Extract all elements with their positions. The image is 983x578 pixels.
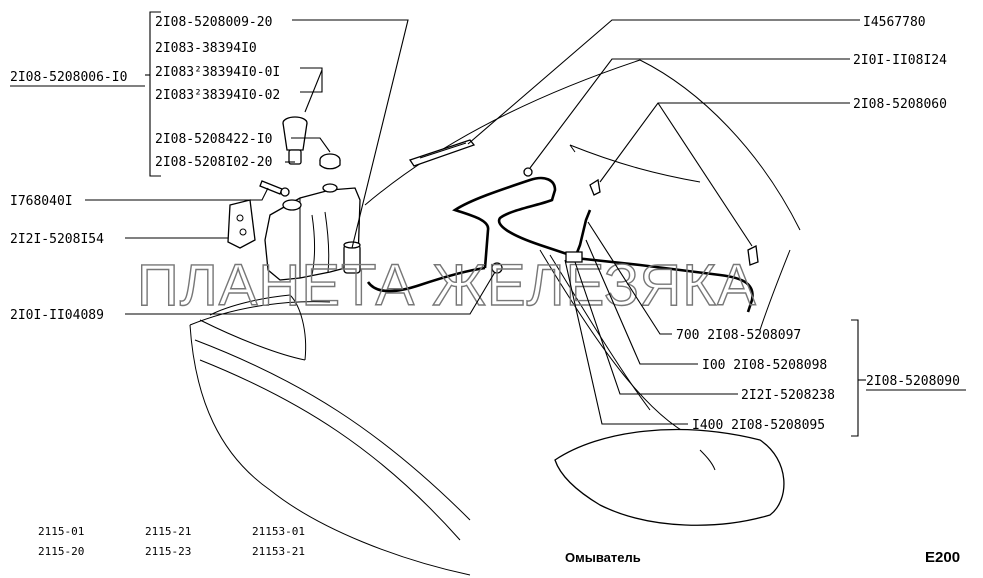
label-bracket: 2I2I-5208I54 (10, 232, 104, 247)
filler-neck-parts (282, 116, 341, 170)
washer-hoses (366, 167, 759, 313)
left-labels: 2I08-5208009-20 2I083-38394I0 2I083²3839… (10, 15, 280, 323)
label-reservoir-cap: 2I08-5208009-20 (155, 15, 272, 30)
label-reservoir-seal: 2I08-5208I02-20 (155, 155, 272, 170)
label-wiper-arm: I4567780 (863, 15, 926, 30)
label-filler-neck: 2I083-38394I0 (155, 41, 257, 56)
bolt (259, 180, 290, 197)
label-hose-clip: 2I0I-II08I24 (853, 53, 947, 68)
right-leaders (467, 19, 966, 437)
label-pump: 2I0I-II04089 (10, 308, 104, 323)
car-body-outline (189, 59, 801, 576)
watermark: ПЛАНЕТА ЖЕЛЕЗЯКА (137, 253, 757, 318)
wiper-arm (408, 139, 476, 167)
label-filler-neck-02: 2I083²38394I0-02 (155, 88, 280, 103)
label-hose-1400: I400 2I08-5208095 (692, 418, 825, 433)
diagram-caption: Омыватель (565, 550, 641, 565)
label-bolt: I768040I (10, 194, 73, 209)
model-code: 21153-01 (252, 525, 305, 538)
model-codes: 2115-01 2115-20 2115-21 2115-23 21153-01… (38, 525, 305, 558)
model-code: 2115-21 (145, 525, 191, 538)
model-code: 2115-23 (145, 545, 191, 558)
label-filler-neck-01: 2I083²38394I0-0I (155, 65, 280, 80)
left-leaders (10, 11, 496, 315)
washer-reservoir (264, 183, 361, 281)
label-nozzle: 2I08-5208060 (853, 97, 947, 112)
label-reservoir-assembly: 2I08-5208006-I0 (10, 70, 127, 85)
page-code: E200 (925, 549, 960, 566)
reservoir-bracket (227, 199, 256, 249)
label-hose-100: I00 2I08-5208098 (702, 358, 827, 373)
model-code: 2115-01 (38, 525, 84, 538)
label-tee-connector: 2I2I-5208238 (741, 388, 835, 403)
model-code: 2115-20 (38, 545, 84, 558)
label-hose-700: 700 2I08-5208097 (676, 328, 801, 343)
model-code: 21153-21 (252, 545, 305, 558)
label-reservoir-plug: 2I08-5208422-I0 (155, 132, 272, 147)
label-hose-assembly: 2I08-5208090 (866, 374, 960, 389)
right-labels: I4567780 2I0I-II08I24 2I08-5208060 700 2… (676, 15, 960, 433)
